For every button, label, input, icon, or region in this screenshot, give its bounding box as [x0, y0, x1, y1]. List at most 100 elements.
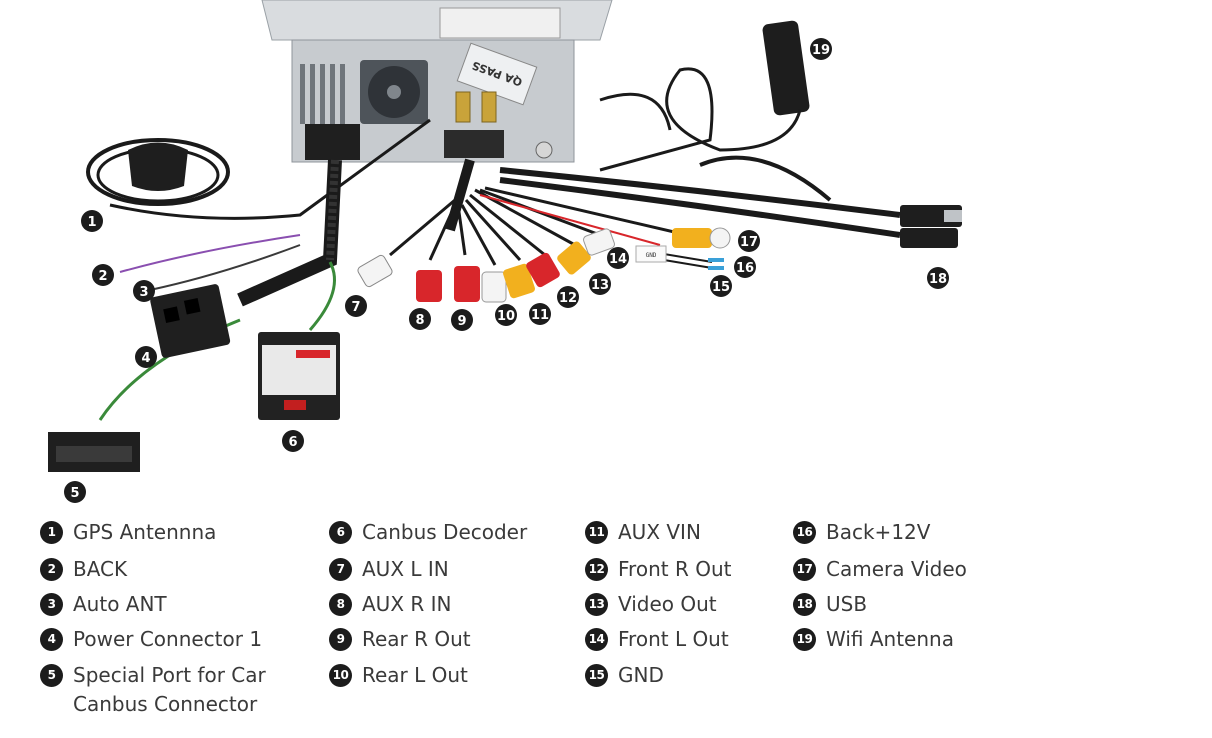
legend-item-6: 6 Canbus Decoder [329, 518, 527, 547]
svg-text:6: 6 [288, 435, 297, 450]
legend-badge: 6 [329, 521, 352, 544]
power-harness [48, 159, 342, 472]
legend-item-11: 11 AUX VIN [585, 518, 701, 547]
legend-item-4: 4 Power Connector 1 [40, 625, 262, 654]
legend-badge: 18 [793, 593, 816, 616]
legend-badge: 4 [40, 628, 63, 651]
legend-item-8: 8 AUX R IN [329, 590, 452, 619]
legend-label: Special Port for Car Canbus Connector [73, 663, 266, 716]
legend-label: AUX L IN [362, 557, 449, 581]
legend-item-17: 17 Camera Video [793, 555, 967, 584]
svg-text:2: 2 [98, 269, 107, 284]
legend-label: Wifi Antenna [826, 627, 954, 651]
legend-label: Front R Out [618, 557, 732, 581]
legend-badge: 13 [585, 593, 608, 616]
legend-badge: 12 [585, 558, 608, 581]
callout-9: 9 [451, 309, 473, 331]
svg-text:13: 13 [591, 278, 609, 293]
legend-badge: 10 [329, 664, 352, 687]
legend-item-5: 5 Special Port for Car Canbus Connector [40, 661, 266, 719]
legend-label: AUX R IN [362, 592, 452, 616]
legend-item-9: 9 Rear R Out [329, 625, 471, 654]
callout-15: 15 [710, 275, 732, 297]
head-unit: QA PASS [261, 0, 613, 163]
callout-4: 4 [135, 346, 157, 368]
legend-label: AUX VIN [618, 520, 701, 544]
svg-text:5: 5 [70, 486, 79, 501]
legend: 1 GPS Antennna 2 BACK 3 Auto ANT 4 Power… [0, 515, 1212, 735]
legend-item-10: 10 Rear L Out [329, 661, 468, 690]
svg-text:15: 15 [712, 280, 730, 295]
legend-badge: 17 [793, 558, 816, 581]
legend-badge: 16 [793, 521, 816, 544]
callout-13: 13 [589, 273, 611, 295]
svg-text:18: 18 [929, 272, 947, 287]
legend-label: Canbus Decoder [362, 520, 528, 544]
legend-item-15: 15 GND [585, 661, 664, 690]
svg-text:8: 8 [415, 313, 424, 328]
rca-cable-bundle: GND [357, 158, 731, 303]
callout-14: 14 [607, 247, 629, 269]
callout-11: 11 [529, 303, 551, 325]
callout-5: 5 [64, 481, 86, 503]
svg-text:9: 9 [457, 314, 466, 329]
callout-7: 7 [345, 295, 367, 317]
wiring-diagram: QA PASS [48, 0, 962, 503]
legend-label: Power Connector 1 [73, 627, 263, 651]
legend-badge: 8 [329, 593, 352, 616]
callout-17: 17 [738, 230, 760, 252]
svg-text:17: 17 [740, 235, 758, 250]
svg-text:16: 16 [736, 261, 754, 276]
legend-badge: 19 [793, 628, 816, 651]
callout-1: 1 [81, 210, 103, 232]
callout-16: 16 [734, 256, 756, 278]
callout-6: 6 [282, 430, 304, 452]
legend-item-1: 1 GPS Antennna [40, 518, 216, 547]
callout-12: 12 [557, 286, 579, 308]
legend-badge: 15 [585, 664, 608, 687]
svg-text:14: 14 [609, 252, 627, 267]
legend-item-14: 14 Front L Out [585, 625, 729, 654]
legend-item-2: 2 BACK [40, 555, 127, 584]
legend-label: Camera Video [826, 557, 967, 581]
legend-item-12: 12 Front R Out [585, 555, 731, 584]
callout-2: 2 [92, 264, 114, 286]
callout-8: 8 [409, 308, 431, 330]
svg-text:7: 7 [351, 300, 360, 315]
callout-10: 10 [495, 304, 517, 326]
gnd-tag: GND [646, 252, 657, 259]
legend-item-18: 18 USB [793, 590, 867, 619]
legend-item-13: 13 Video Out [585, 590, 717, 619]
svg-text:3: 3 [139, 285, 148, 300]
legend-label: GPS Antennna [73, 520, 217, 544]
legend-item-3: 3 Auto ANT [40, 590, 167, 619]
legend-label: GND [618, 663, 664, 687]
svg-text:12: 12 [559, 291, 577, 306]
legend-label: Video Out [618, 592, 717, 616]
legend-label: Rear R Out [362, 627, 471, 651]
legend-badge: 9 [329, 628, 352, 651]
legend-badge: 2 [40, 558, 63, 581]
legend-item-7: 7 AUX L IN [329, 555, 449, 584]
svg-text:10: 10 [497, 309, 515, 324]
usb-harness [499, 155, 962, 248]
callout-18: 18 [927, 267, 949, 289]
legend-badge: 3 [40, 593, 63, 616]
legend-label: Front L Out [618, 627, 729, 651]
callout-3: 3 [133, 280, 155, 302]
legend-item-16: 16 Back+12V [793, 518, 930, 547]
legend-label: USB [826, 592, 868, 616]
legend-badge: 5 [40, 664, 63, 687]
legend-label: BACK [73, 557, 128, 581]
legend-badge: 14 [585, 628, 608, 651]
gps-antenna [86, 118, 431, 220]
svg-text:11: 11 [531, 308, 549, 323]
svg-text:1: 1 [87, 215, 96, 230]
legend-label: Auto ANT [73, 592, 167, 616]
svg-text:19: 19 [812, 43, 830, 58]
wifi-antenna [599, 20, 810, 172]
svg-text:4: 4 [141, 351, 150, 366]
legend-badge: 7 [329, 558, 352, 581]
legend-label: Rear L Out [362, 663, 468, 687]
legend-badge: 1 [40, 521, 63, 544]
